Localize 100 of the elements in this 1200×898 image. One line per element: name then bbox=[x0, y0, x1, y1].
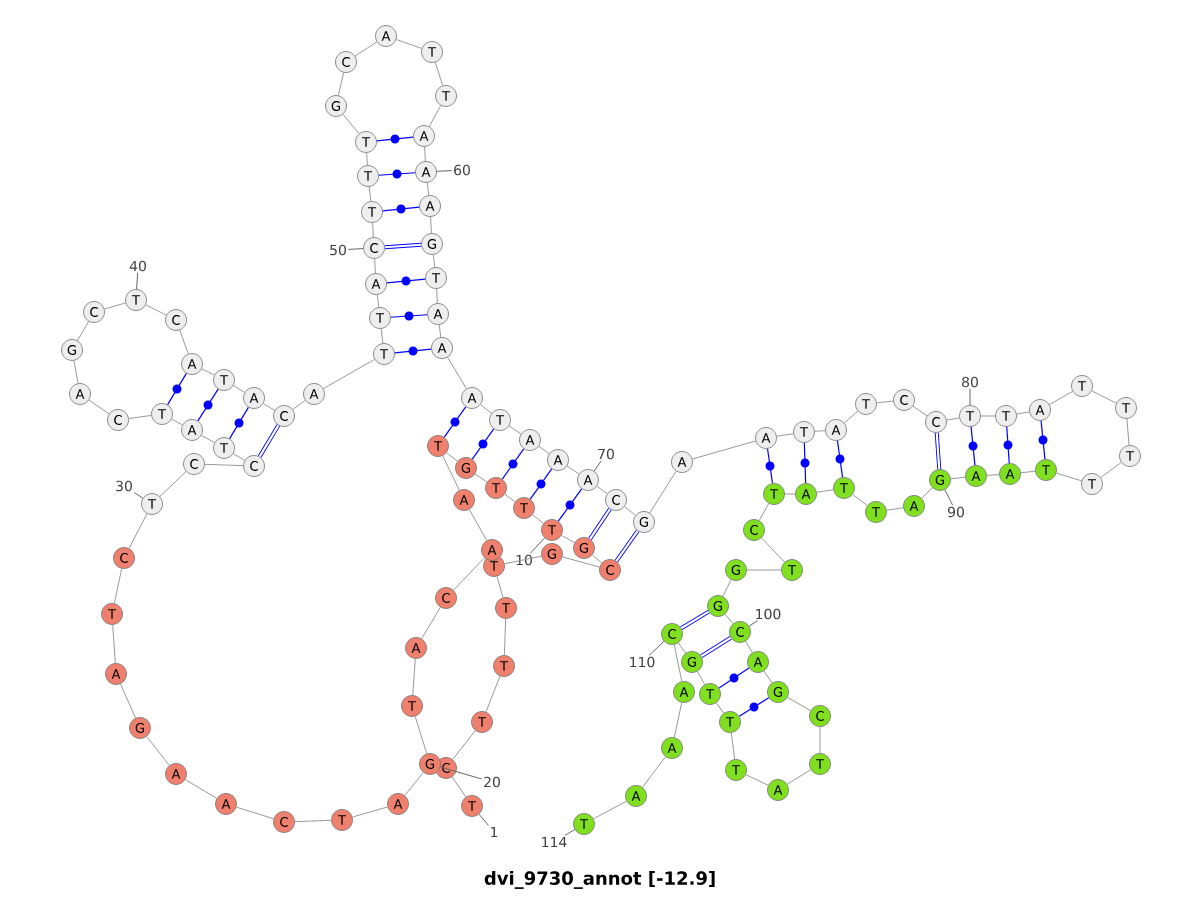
backbone-line bbox=[424, 146, 426, 162]
backbone-line bbox=[88, 399, 110, 415]
backbone-line bbox=[322, 358, 376, 390]
backbone-line bbox=[596, 485, 608, 495]
backbone-line bbox=[434, 61, 444, 87]
backbone-line bbox=[852, 494, 868, 506]
backbone-line bbox=[232, 385, 246, 393]
base-pair-line bbox=[382, 204, 420, 214]
backbone-line bbox=[591, 554, 603, 564]
backbone-line bbox=[745, 640, 753, 654]
backbone-line bbox=[372, 222, 374, 238]
base-pair-line bbox=[800, 442, 810, 484]
backbone-line bbox=[532, 514, 544, 524]
leader-line bbox=[564, 829, 576, 836]
backbone-line bbox=[292, 399, 306, 411]
leader-line bbox=[436, 170, 453, 172]
backbone-line bbox=[761, 537, 785, 563]
leader-line bbox=[944, 489, 954, 506]
backbone-line bbox=[950, 476, 966, 480]
backbone-line bbox=[816, 489, 834, 493]
backbone-line bbox=[1100, 461, 1122, 478]
base-pair-line bbox=[614, 529, 640, 563]
backbone-line bbox=[980, 415, 996, 417]
base-pair-line bbox=[700, 636, 732, 658]
backbone-line bbox=[843, 410, 859, 424]
backbone-line bbox=[504, 555, 542, 565]
backbone-line bbox=[642, 756, 666, 788]
base-pair-line bbox=[443, 406, 467, 438]
backbone-line bbox=[145, 304, 167, 316]
backbone-line bbox=[508, 425, 522, 435]
backbone-line bbox=[262, 403, 276, 411]
base-pair-line bbox=[386, 276, 426, 286]
backbone-line bbox=[504, 493, 516, 503]
backbone-line bbox=[447, 356, 467, 390]
leader-line bbox=[133, 492, 144, 499]
backbone-line bbox=[235, 806, 275, 820]
backbone-line bbox=[366, 152, 368, 166]
backbone-line bbox=[104, 302, 127, 310]
backbone-line bbox=[876, 400, 894, 404]
base-pair-line bbox=[529, 468, 553, 500]
backbone-line bbox=[374, 258, 376, 274]
backbone-line bbox=[337, 72, 345, 96]
backbone-line bbox=[745, 774, 769, 786]
backbone-line bbox=[784, 493, 796, 495]
backbone-line bbox=[912, 405, 928, 417]
backbone-line bbox=[184, 779, 218, 799]
base-pair-line bbox=[968, 426, 978, 466]
backbone-line bbox=[776, 433, 794, 437]
backbone-line bbox=[562, 556, 600, 568]
base-pair-line bbox=[384, 242, 422, 250]
backbone-line bbox=[503, 618, 507, 656]
leader-line bbox=[347, 248, 364, 250]
backbone-line bbox=[468, 509, 488, 541]
backbone-line bbox=[746, 569, 782, 571]
backbone-line bbox=[1055, 472, 1083, 482]
backbone-line bbox=[786, 769, 812, 785]
backbone-line bbox=[442, 455, 460, 491]
backbone-line bbox=[763, 670, 773, 684]
base-pair-line bbox=[718, 667, 750, 689]
backbone-line bbox=[474, 473, 488, 483]
backbone-line bbox=[432, 254, 436, 268]
backbone-line bbox=[294, 819, 332, 823]
base-pair-line bbox=[376, 134, 414, 144]
backbone-line bbox=[380, 328, 384, 344]
base-pair-line bbox=[835, 440, 845, 478]
base-pair-line bbox=[501, 448, 525, 480]
backbone-line bbox=[204, 463, 244, 467]
backbone-line bbox=[414, 715, 428, 755]
backbone-line bbox=[485, 675, 501, 713]
backbone-line bbox=[128, 414, 152, 419]
backbone-line bbox=[480, 404, 492, 414]
base-pair-line bbox=[229, 406, 249, 440]
backbone-line bbox=[421, 606, 441, 640]
leader-line bbox=[478, 813, 489, 826]
backbone-line bbox=[426, 182, 430, 196]
base-pair-line bbox=[934, 432, 942, 470]
backbone-line bbox=[179, 329, 189, 355]
backbone-line bbox=[538, 445, 550, 455]
backbone-line bbox=[724, 613, 734, 625]
leader-line bbox=[593, 460, 602, 472]
backbone-line bbox=[452, 730, 476, 760]
backbone-line bbox=[886, 507, 904, 511]
backbone-line bbox=[1016, 411, 1030, 415]
backbone-line bbox=[146, 736, 170, 766]
backbone-line bbox=[1020, 470, 1036, 474]
backbone-line bbox=[368, 186, 372, 202]
backbone-line bbox=[453, 557, 485, 591]
backbone-line bbox=[677, 642, 687, 654]
backbone-line bbox=[159, 471, 187, 497]
backbone-line bbox=[404, 772, 424, 796]
leader-line bbox=[648, 640, 665, 656]
backbone-line bbox=[201, 434, 215, 444]
base-pair-line bbox=[390, 311, 428, 321]
leader-line bbox=[136, 272, 139, 290]
backbone-line bbox=[730, 732, 736, 760]
base-pair-line bbox=[257, 424, 281, 458]
backbone-line bbox=[561, 534, 575, 544]
base-pair-line bbox=[588, 507, 612, 541]
base-pair-line bbox=[557, 488, 583, 522]
base-pair-line bbox=[378, 169, 416, 179]
